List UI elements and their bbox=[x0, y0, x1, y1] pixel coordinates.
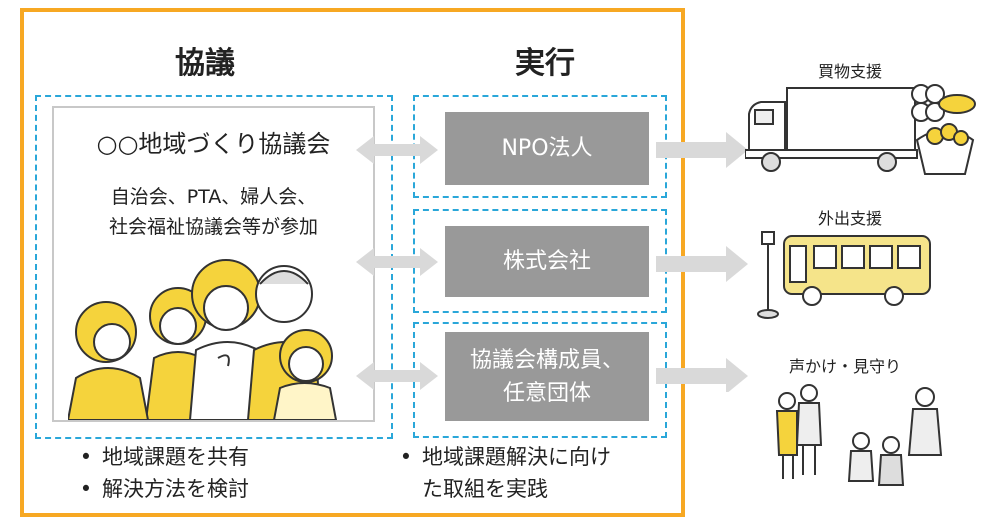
actor3-line-1: 協議会構成員、 bbox=[469, 347, 624, 373]
actor-service-arrows bbox=[656, 132, 748, 392]
actor-company: 株式会社 bbox=[445, 226, 649, 297]
service-label-watching: 声かけ・見守り bbox=[788, 357, 901, 376]
right-arrow-3 bbox=[656, 358, 748, 392]
service-label-shopping: 買物支援 bbox=[817, 62, 882, 81]
council-panel: ○○地域づくり協議会 自治会、PTA、婦人会、 社会福祉協議会等が参加 bbox=[52, 106, 375, 422]
council-actor-arrows bbox=[356, 136, 438, 390]
elderly-watch-icon bbox=[775, 384, 943, 486]
double-arrow-1 bbox=[356, 136, 438, 164]
discussion-bullet-2: •解決方法を検討 bbox=[79, 477, 249, 501]
double-arrow-2 bbox=[356, 248, 438, 276]
community-members-illustration bbox=[68, 259, 338, 420]
actor3-line-2: 任意団体 bbox=[502, 380, 591, 406]
right-arrow-2 bbox=[656, 246, 748, 282]
double-arrow-3 bbox=[356, 362, 438, 390]
discussion-bullet-1: •地域課題を共有 bbox=[79, 445, 249, 469]
service-label-outing: 外出支援 bbox=[817, 209, 882, 228]
actor-members-groups: 協議会構成員、 任意団体 bbox=[445, 332, 649, 421]
execution-bullet-2: た取組を実践 bbox=[422, 477, 548, 501]
right-arrow-1 bbox=[656, 132, 748, 168]
council-name: ○○地域づくり協議会 bbox=[96, 130, 331, 158]
execution-bullet-1: •地域課題解決に向け bbox=[399, 445, 611, 469]
delivery-truck-icon bbox=[745, 84, 976, 175]
execution-bullets: •地域課題解決に向け た取組を実践 bbox=[390, 441, 611, 505]
execution-heading: 実行 bbox=[515, 46, 575, 81]
bus-icon bbox=[757, 231, 931, 319]
actor-npo: NPO法人 bbox=[445, 112, 649, 185]
council-members: 自治会、PTA、婦人会、 社会福祉協議会等が参加 bbox=[54, 182, 373, 242]
members-line-2: 社会福祉協議会等が参加 bbox=[108, 216, 318, 238]
discussion-bullets: •地域課題を共有 •解決方法を検討 bbox=[70, 441, 249, 505]
members-line-1: 自治会、PTA、婦人会、 bbox=[110, 186, 317, 208]
discussion-heading: 協議 bbox=[175, 46, 235, 81]
